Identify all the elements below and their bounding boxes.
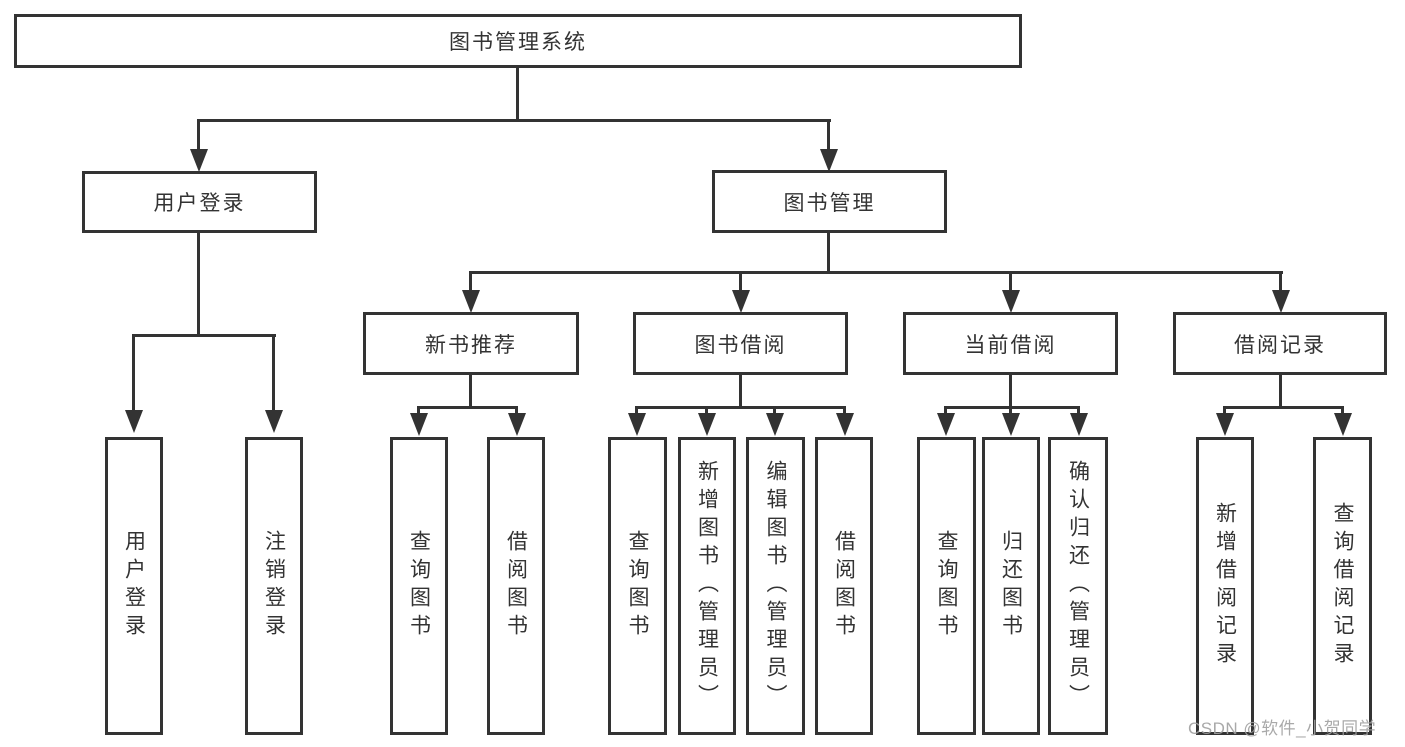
edge-currentborrow-rail: [944, 406, 1080, 409]
node-user-login: 用户登录: [82, 171, 317, 233]
leaf-add-borrow-record: 新增借阅记录: [1196, 437, 1254, 735]
edge-borrowrecords-drop-2: [1341, 406, 1344, 415]
leaf-query-books-current-label: 查询图书: [935, 530, 958, 642]
arrow-down-icon-leaf-confirm-return: [1070, 413, 1088, 436]
edge-newbooks-drop-2: [515, 406, 518, 415]
edge-currentborrow-drop-2: [1009, 406, 1012, 415]
arrow-down-icon-leaf-add-book: [698, 413, 716, 436]
edge-bookborrow-drop-1: [635, 406, 638, 415]
leaf-borrow-books-borrow: 借阅图书: [815, 437, 873, 735]
node-borrow-records: 借阅记录: [1173, 312, 1387, 375]
csdn-watermark: CSDN @软件_小贺同学: [1188, 719, 1377, 738]
leaf-logout-label: 注销登录: [262, 530, 286, 642]
arrow-down-icon-user-login: [190, 149, 208, 172]
edge-root-stem: [516, 68, 519, 121]
leaf-user-login: 用户登录: [105, 437, 163, 735]
arrow-down-icon-leaf-user-login: [125, 410, 143, 433]
leaf-add-book-admin-label: 新增图书（管理员）: [695, 460, 719, 712]
node-book-borrow: 图书借阅: [633, 312, 848, 375]
edge-userlogin-drop-1: [132, 334, 135, 412]
node-current-borrow: 当前借阅: [903, 312, 1118, 375]
arrow-down-icon-new-books: [462, 290, 480, 313]
node-user-login-label: 用户登录: [153, 192, 246, 215]
edge-userlogin-drop-2: [272, 334, 275, 412]
edge-drop-current-borrow: [1009, 271, 1012, 292]
arrow-down-icon-borrow-records: [1272, 290, 1290, 313]
edge-root-drop-user-login: [197, 119, 200, 152]
edge-newbooks-rail: [417, 406, 518, 409]
arrow-down-icon-leaf-query-books-borrow: [628, 413, 646, 436]
arrow-down-icon-book-borrow: [732, 290, 750, 313]
leaf-return-book: 归还图书: [982, 437, 1040, 735]
edge-root-rail: [197, 119, 831, 122]
edge-drop-new-books: [469, 271, 472, 292]
arrow-down-icon-leaf-query-books-current: [937, 413, 955, 436]
edge-bookmgmt-stem: [827, 233, 830, 273]
node-new-books: 新书推荐: [363, 312, 579, 375]
edge-drop-borrow-records: [1279, 271, 1282, 292]
leaf-query-borrow-record: 查询借阅记录: [1313, 437, 1372, 735]
leaf-confirm-return-admin: 确认归还（管理员）: [1048, 437, 1108, 735]
arrow-down-icon-leaf-query-record: [1334, 413, 1352, 436]
node-root-system: 图书管理系统: [14, 14, 1022, 68]
leaf-query-books-rec: 查询图书: [390, 437, 448, 735]
arrow-down-icon-leaf-logout: [265, 410, 283, 433]
edge-borrowrecords-rail: [1223, 406, 1344, 409]
arrow-down-icon-leaf-borrow-books-rec: [508, 413, 526, 436]
leaf-borrow-books-borrow-label: 借阅图书: [832, 530, 856, 642]
edge-bookmgmt-rail: [469, 271, 1283, 274]
leaf-query-books-borrow-label: 查询图书: [626, 530, 649, 642]
leaf-query-books-current: 查询图书: [917, 437, 976, 735]
edge-bookborrow-rail: [635, 406, 846, 409]
leaf-borrow-books-rec-label: 借阅图书: [504, 530, 528, 642]
edge-bookborrow-drop-4: [843, 406, 846, 415]
edge-currentborrow-drop-3: [1077, 406, 1080, 415]
leaf-query-books-borrow: 查询图书: [608, 437, 667, 735]
leaf-user-login-label: 用户登录: [122, 530, 146, 642]
node-book-borrow-label: 图书借阅: [694, 333, 787, 357]
edge-borrowrecords-stem: [1279, 375, 1282, 408]
edge-borrowrecords-drop-1: [1223, 406, 1226, 415]
leaf-confirm-return-admin-label: 确认归还（管理员）: [1066, 460, 1090, 712]
leaf-return-book-label: 归还图书: [999, 530, 1023, 642]
edge-newbooks-drop-1: [417, 406, 420, 415]
edge-bookborrow-drop-2: [705, 406, 708, 415]
arrow-down-icon-leaf-add-record: [1216, 413, 1234, 436]
node-book-mgmt: 图书管理: [712, 170, 947, 233]
edge-currentborrow-stem: [1009, 375, 1012, 408]
leaf-borrow-books-rec: 借阅图书: [487, 437, 545, 735]
node-root-label: 图书管理系统: [449, 31, 587, 54]
leaf-add-borrow-record-label: 新增借阅记录: [1213, 502, 1237, 670]
edge-bookborrow-drop-3: [773, 406, 776, 415]
leaf-query-borrow-record-label: 查询借阅记录: [1331, 502, 1354, 670]
node-new-books-label: 新书推荐: [425, 333, 517, 357]
node-book-mgmt-label: 图书管理: [783, 191, 876, 215]
arrow-down-icon-leaf-return-book: [1002, 413, 1020, 436]
leaf-edit-book-admin-label: 编辑图书（管理员）: [764, 460, 787, 712]
edge-bookborrow-stem: [739, 375, 742, 408]
edge-drop-book-borrow: [739, 271, 742, 292]
arrow-down-icon-book-mgmt: [820, 149, 838, 172]
edge-currentborrow-drop-1: [944, 406, 947, 415]
edge-userlogin-stem: [197, 233, 200, 337]
arrow-down-icon-leaf-borrow-books-borrow: [836, 413, 854, 436]
edge-userlogin-rail: [132, 334, 276, 337]
arrow-down-icon-current-borrow: [1002, 290, 1020, 313]
arrow-down-icon-leaf-query-books-rec: [410, 413, 428, 436]
node-borrow-records-label: 借阅记录: [1234, 333, 1326, 357]
leaf-logout: 注销登录: [245, 437, 303, 735]
leaf-edit-book-admin: 编辑图书（管理员）: [746, 437, 805, 735]
arrow-down-icon-leaf-edit-book: [766, 413, 784, 436]
leaf-query-books-rec-label: 查询图书: [407, 530, 431, 642]
leaf-add-book-admin: 新增图书（管理员）: [678, 437, 736, 735]
edge-root-drop-book-mgmt: [827, 119, 830, 152]
edge-newbooks-stem: [469, 375, 472, 408]
node-current-borrow-label: 当前借阅: [964, 333, 1057, 357]
